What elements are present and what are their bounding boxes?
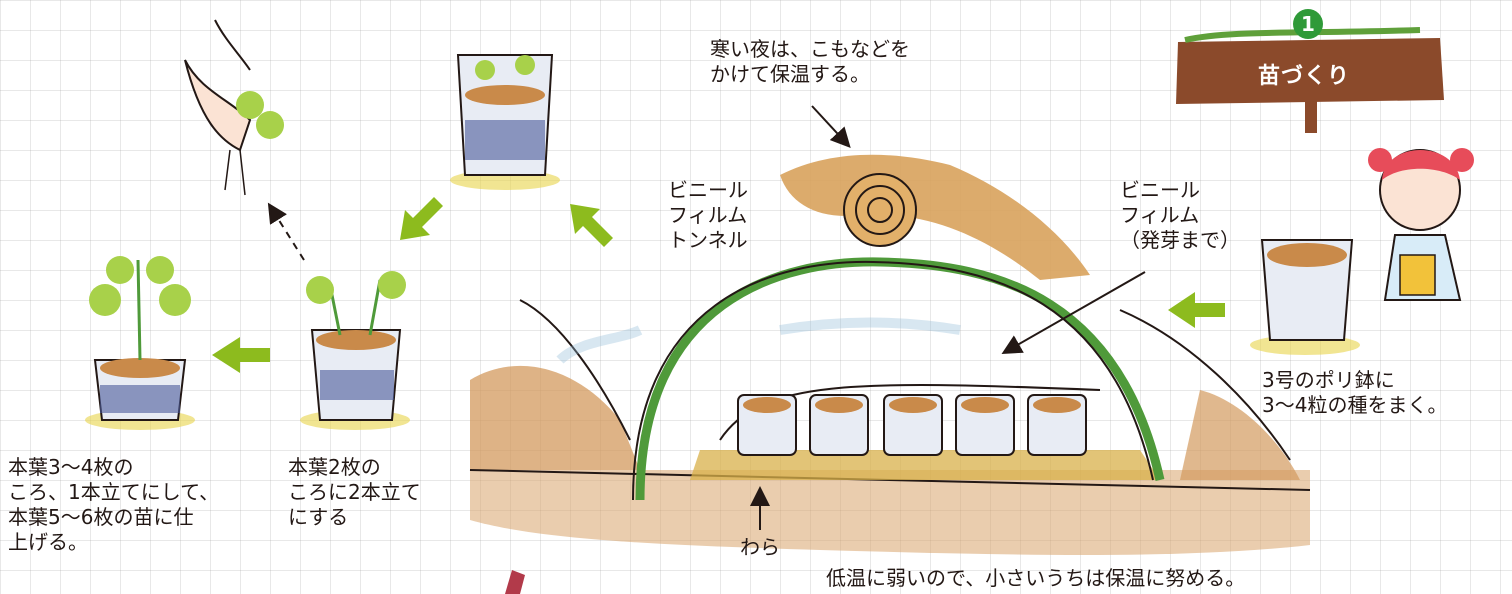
step-number-badge: 1 — [1293, 9, 1323, 39]
tunnel-label: ビニール フィルム トンネル — [668, 178, 748, 252]
two-leaves-label: 本葉2枚の ころに2本立て にする — [288, 455, 421, 529]
sowing-pot — [1250, 239, 1360, 355]
corner-figure — [505, 570, 525, 594]
three-four-leaves-label: 本葉3〜4枚の ころ、1本立てにして、 本葉5〜6枚の苗に仕 上げる。 — [8, 455, 220, 554]
straw-bed — [690, 450, 1160, 480]
film-label: ビニール フィルム （発芽まで） — [1120, 178, 1240, 252]
seedling-pot-top — [450, 54, 560, 190]
cover-note-label: 寒い夜は、こもなどを かけて保温する。 — [710, 37, 910, 86]
bottom-note-label: 低温に弱いので、小さいうちは保温に努める。 — [826, 566, 1246, 590]
two-leaf-pot — [300, 271, 410, 430]
girl-figure — [1368, 148, 1474, 301]
step-arrows — [212, 197, 1225, 373]
sow-label: 3号のポリ鉢に 3〜4粒の種をまく。 — [1262, 368, 1448, 417]
straw-label: わら — [740, 535, 780, 559]
pots-in-tunnel — [737, 394, 1087, 456]
sign-board — [1176, 27, 1444, 133]
sign-title: 苗づくり — [1258, 64, 1351, 89]
soil-ground — [469, 365, 1311, 555]
hand-with-seedling — [184, 19, 284, 196]
straw-mat-roll — [780, 154, 1090, 280]
leader-lines — [267, 105, 1146, 530]
three-four-leaf-pot — [85, 256, 195, 430]
